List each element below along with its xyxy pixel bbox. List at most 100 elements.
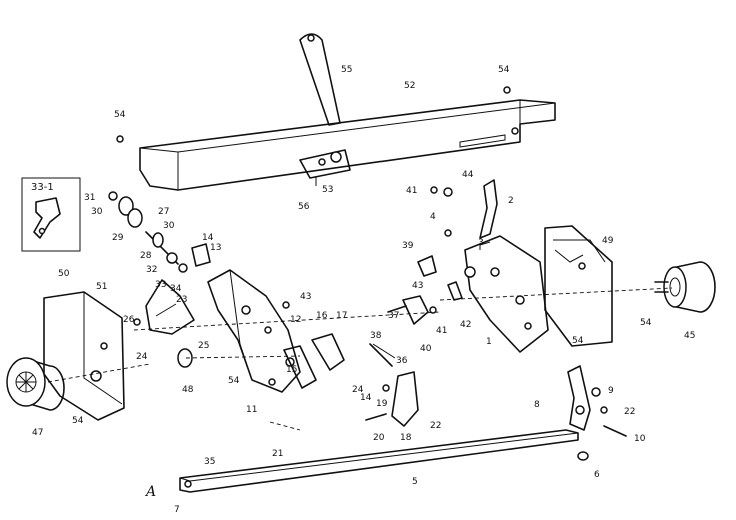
clip-part-43-right bbox=[447, 281, 463, 301]
part-number-label: 53 bbox=[322, 185, 333, 195]
bracket-part-53 bbox=[299, 149, 351, 186]
pin-part-36 bbox=[372, 343, 396, 359]
lever-part-8 bbox=[567, 365, 591, 431]
axis-line-center bbox=[185, 355, 301, 359]
part-number-label: 31 bbox=[84, 193, 95, 203]
part-number-label: 1 bbox=[486, 337, 492, 347]
spacer-part-30-top bbox=[118, 196, 134, 216]
part-number-label: 22 bbox=[624, 407, 635, 417]
part-number-label: 43 bbox=[300, 292, 311, 302]
pin-part-20 bbox=[365, 413, 387, 421]
washer-part-44 bbox=[443, 187, 453, 197]
assembly-part-1 bbox=[464, 235, 549, 353]
part-number-label: 47 bbox=[32, 428, 43, 438]
axis-line-left-knob bbox=[47, 363, 151, 383]
part-number-label: 11 bbox=[246, 405, 257, 415]
part-number-label: 16 bbox=[316, 311, 328, 321]
part-number-label: 21 bbox=[272, 449, 283, 459]
part-number-label: 38 bbox=[370, 331, 382, 341]
part-number-label: 41 bbox=[436, 326, 447, 336]
part-number-label: 3 bbox=[478, 238, 484, 248]
part-number-label: 56 bbox=[298, 202, 310, 212]
spring-part-39 bbox=[417, 255, 437, 277]
washer-part-41-top bbox=[430, 186, 438, 194]
part-number-label: 32 bbox=[146, 265, 157, 275]
part-number-label: 37 bbox=[388, 311, 399, 321]
part-number-label: 35 bbox=[204, 457, 215, 467]
rod-part-55 bbox=[299, 33, 341, 126]
part-number-label: 36 bbox=[396, 356, 408, 366]
washer-part-6 bbox=[577, 451, 589, 461]
part-number-label: 43 bbox=[412, 281, 423, 291]
part-number-label: 19 bbox=[376, 399, 388, 409]
washer-part-22-right bbox=[600, 406, 608, 414]
part-number-label: 24 bbox=[136, 352, 148, 362]
axis-line-lower bbox=[269, 421, 301, 431]
lever-part-2 bbox=[479, 179, 498, 239]
lever-part-18 bbox=[391, 371, 419, 427]
part-number-label: 14 bbox=[202, 233, 214, 243]
screw-part-54-top-right bbox=[503, 86, 511, 94]
part-number-label: 52 bbox=[404, 81, 415, 91]
knob-part-45 bbox=[654, 261, 716, 313]
washer-part-26 bbox=[133, 318, 141, 326]
part-number-label: 23 bbox=[176, 295, 187, 305]
inset-label: 33-1 bbox=[31, 182, 54, 193]
part-number-label: 54 bbox=[572, 336, 584, 346]
cam-part-42 bbox=[402, 295, 429, 325]
part-number-label: 50 bbox=[58, 269, 70, 279]
inset-box-33-1 bbox=[21, 177, 81, 252]
spacer-part-25 bbox=[177, 348, 193, 368]
part-number-label: 5 bbox=[412, 477, 418, 487]
plate-part-33 bbox=[145, 279, 195, 335]
part-number-label: 25 bbox=[198, 341, 209, 351]
part-number-label: 30 bbox=[163, 221, 175, 231]
part-number-label: 8 bbox=[534, 400, 540, 410]
signature-mark: A bbox=[144, 484, 156, 500]
part-number-label: 54 bbox=[498, 65, 510, 75]
part-number-label: 13 bbox=[210, 243, 221, 253]
part-number-label: 26 bbox=[123, 315, 135, 325]
part-number-label: 12 bbox=[290, 315, 301, 325]
part-number-label: 22 bbox=[430, 421, 441, 431]
part-number-label: 17 bbox=[336, 311, 347, 321]
part-number-label: 30 bbox=[91, 207, 103, 217]
part-number-label: 54 bbox=[114, 110, 126, 120]
spacer-part-27 bbox=[127, 208, 143, 228]
part-number-label: 42 bbox=[460, 320, 471, 330]
bolt-part-37 bbox=[387, 305, 407, 313]
bottom-bar-part-5 bbox=[179, 429, 579, 493]
washer-part-19 bbox=[382, 384, 390, 392]
part-number-label: 49 bbox=[602, 236, 614, 246]
part-number-label: 55 bbox=[341, 65, 352, 75]
part-number-label: 28 bbox=[140, 251, 152, 261]
washer-part-28 bbox=[166, 252, 178, 264]
part-number-label: 14 bbox=[360, 393, 372, 403]
part-number-label: 20 bbox=[373, 433, 385, 443]
part-number-label: 7 bbox=[174, 505, 180, 515]
washer-part-32 bbox=[178, 263, 188, 273]
part-number-label: 24 bbox=[352, 385, 364, 395]
link-part-16 bbox=[311, 333, 345, 371]
knob-part-47 bbox=[6, 357, 65, 411]
part-number-label: 48 bbox=[182, 385, 194, 395]
part-number-label: 54 bbox=[228, 376, 240, 386]
washer-part-4 bbox=[444, 229, 452, 237]
part-number-label: 40 bbox=[420, 344, 432, 354]
axis-line-right-knob bbox=[439, 287, 673, 301]
part-number-label: 33 bbox=[155, 280, 166, 290]
part-number-label: 27 bbox=[158, 207, 169, 217]
part-number-label: 54 bbox=[640, 318, 652, 328]
part-number-label: 6 bbox=[594, 470, 600, 480]
washer-part-31 bbox=[108, 191, 118, 201]
part-number-label: 45 bbox=[684, 331, 695, 341]
part-number-label: 39 bbox=[402, 241, 414, 251]
screw-part-10 bbox=[603, 425, 627, 437]
part-number-label: 18 bbox=[400, 433, 412, 443]
part-number-label: 10 bbox=[634, 434, 646, 444]
part-number-label: 34 bbox=[170, 284, 182, 294]
part-number-label: 4 bbox=[430, 212, 436, 222]
